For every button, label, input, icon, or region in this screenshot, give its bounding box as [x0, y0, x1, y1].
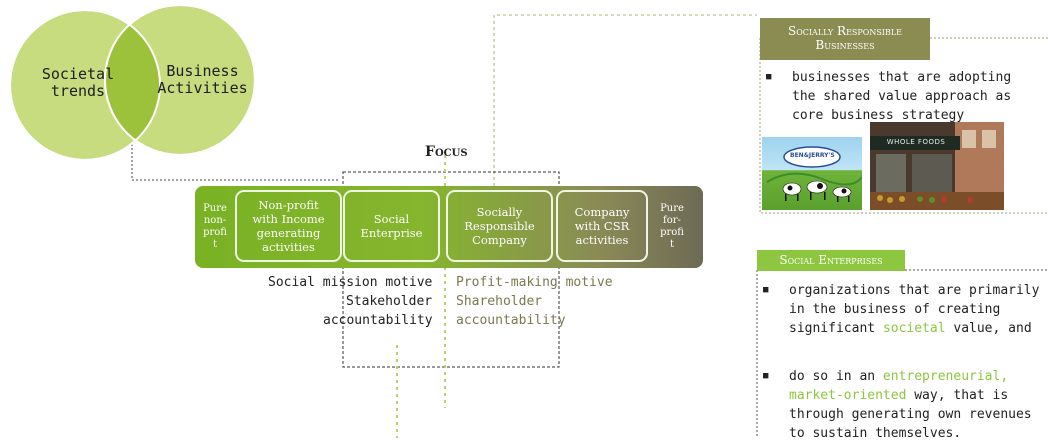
bullet-square-icon: ■: [766, 72, 772, 82]
spectrum-edge-nonprofit: Pure non- profi t: [203, 203, 227, 250]
se-bullet-2: ■ do so in an entrepreneurial, market-or…: [763, 367, 1043, 443]
motive-profit-making: Profit-making motive: [456, 275, 613, 290]
organization-spectrum: Pure non- profi t Non-profit with Income…: [195, 186, 703, 268]
bullet-square-icon: ■: [763, 371, 769, 381]
se-panel-heading: Social Enterprises: [757, 250, 905, 271]
motive-shareholder: Shareholder: [456, 294, 543, 309]
se-bullet-1: ■ organizations that are primarily in th…: [763, 281, 1043, 338]
srb-connector: [493, 14, 757, 186]
srb-bullet-text: businesses that are adopting the shared …: [792, 70, 1012, 123]
se-bullet-2-text: do so in an entrepreneurial, market-orie…: [789, 369, 1032, 441]
whole-foods-illustration: [870, 122, 1004, 210]
venn-overlap: [105, 10, 160, 155]
srb-bullet: ■ businesses that are adopting the share…: [766, 68, 1036, 125]
ben-jerrys-image: BEN&JERRY'S: [762, 137, 862, 210]
spectrum-cell-company-csr: Company with CSR activities: [556, 190, 648, 262]
highlight-societal: societal: [882, 321, 946, 336]
ben-jerrys-illustration: [766, 146, 862, 202]
bullet-square-icon: ■: [763, 285, 769, 295]
focus-label: Focus: [425, 144, 468, 160]
motive-stakeholder-accountability: accountability: [323, 313, 433, 328]
se-bullet-1-text: organizations that are primarily in the …: [789, 283, 1040, 336]
venn-label-business: Business Activities: [157, 62, 248, 97]
whole-foods-image: WHOLE FOODS: [870, 122, 1004, 210]
highlight-entrepreneurial: entrepreneurial, market-oriented: [789, 369, 1009, 403]
venn-diagram: [9, 4, 256, 160]
srb-heading-line1: Socially Responsible: [787, 24, 902, 38]
ben-jerrys-logo: BEN&JERRY'S: [790, 152, 835, 159]
motive-stakeholder: Stakeholder: [346, 294, 433, 309]
spectrum-cell-socially-responsible: Socially Responsible Company: [446, 190, 553, 262]
spectrum-cell-social-enterprise: Social Enterprise: [343, 190, 440, 262]
srb-heading-line2: Businesses: [815, 38, 875, 52]
motive-social-mission: Social mission motive: [268, 275, 433, 290]
venn-label-societal: Societal trends: [41, 65, 115, 100]
focus-box: [342, 171, 560, 368]
spectrum-edge-forprofit: Pure for- profi t: [660, 203, 684, 250]
srb-panel-heading: Socially Responsible Businesses: [760, 18, 930, 60]
spectrum-cell-nonprofit-income: Non-profit with Income generating activi…: [235, 190, 342, 262]
whole-foods-sign: WHOLE FOODS: [886, 138, 946, 146]
motive-shareholder-accountability: accountability: [456, 313, 566, 328]
